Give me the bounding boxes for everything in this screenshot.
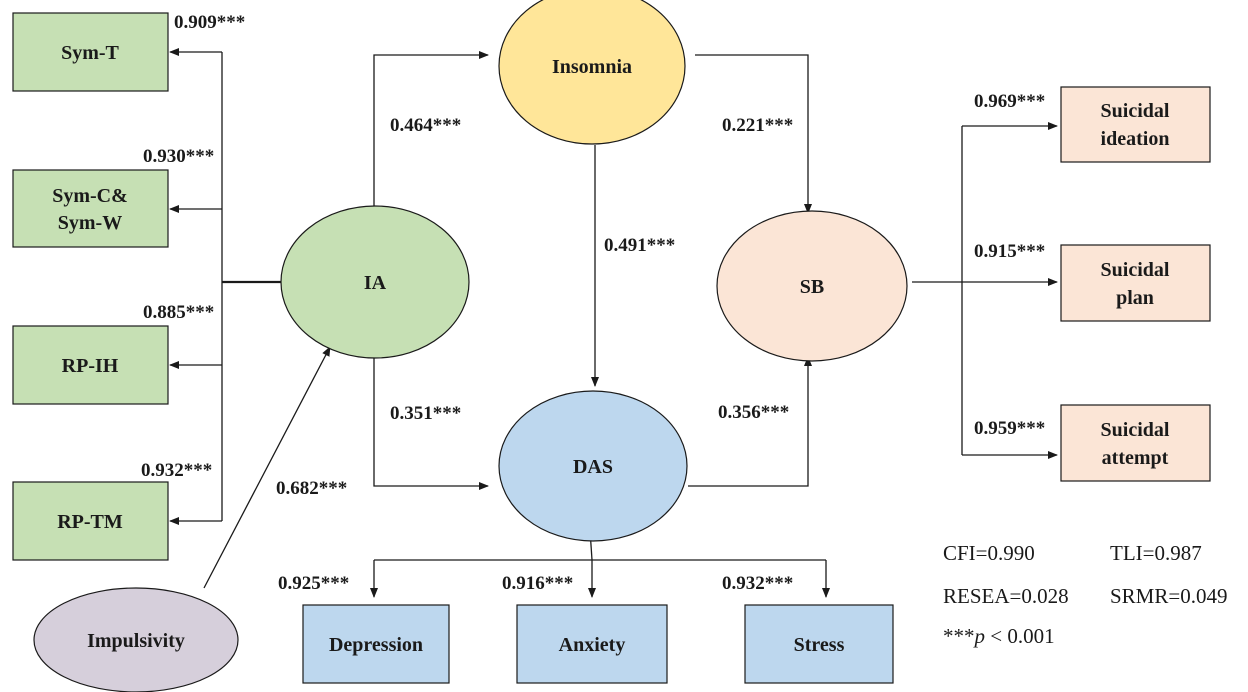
node-sym-cw-label-1: Sym-C& bbox=[52, 185, 128, 207]
arrow-ia-das bbox=[373, 357, 489, 490]
node-das: DAS bbox=[498, 390, 688, 542]
path-impulsivity-ia: 0.682*** bbox=[276, 478, 347, 499]
loading-suicidal-plan: 0.915*** bbox=[974, 241, 1045, 262]
node-rp-tm-label: RP-TM bbox=[57, 511, 123, 533]
node-insomnia-label: Insomnia bbox=[552, 56, 632, 78]
node-anxiety-label: Anxiety bbox=[559, 634, 626, 656]
fit-resea: RESEA=0.028 bbox=[943, 584, 1069, 608]
path-das-sb: 0.356*** bbox=[718, 402, 789, 423]
significance-note: ***p < 0.001 bbox=[943, 624, 1055, 648]
fit-tli: TLI=0.987 bbox=[1110, 541, 1202, 565]
node-depression: Depression bbox=[302, 604, 450, 684]
loading-anxiety: 0.916*** bbox=[502, 573, 573, 594]
loading-sym-t: 0.909*** bbox=[174, 12, 245, 33]
significance-p: p bbox=[973, 624, 986, 648]
node-impulsivity-label: Impulsivity bbox=[87, 630, 185, 652]
node-insomnia: Insomnia bbox=[498, 0, 686, 145]
node-sb: SB bbox=[716, 210, 908, 362]
fit-cfi: CFI=0.990 bbox=[943, 541, 1035, 565]
path-ia-das: 0.351*** bbox=[390, 403, 461, 424]
node-ia-label: IA bbox=[364, 272, 387, 294]
node-rp-tm: RP-TM bbox=[12, 481, 169, 561]
node-suicidal-plan: Suicidal plan bbox=[1060, 244, 1211, 322]
node-sym-cw-label-2: Sym-W bbox=[58, 212, 122, 234]
node-suicidal-attempt-label-2: attempt bbox=[1102, 447, 1169, 469]
path-insomnia-sb: 0.221*** bbox=[722, 115, 793, 136]
node-suicidal-attempt: Suicidal attempt bbox=[1060, 404, 1211, 482]
node-suicidal-ideation-label-2: ideation bbox=[1101, 128, 1170, 150]
node-rp-ih: RP-IH bbox=[12, 325, 169, 405]
loading-rp-tm: 0.932*** bbox=[141, 460, 212, 481]
node-suicidal-ideation-label-1: Suicidal bbox=[1101, 100, 1170, 122]
node-das-label: DAS bbox=[573, 456, 613, 478]
node-sb-label: SB bbox=[800, 276, 824, 298]
arrow-ia-insomnia bbox=[373, 51, 489, 208]
node-suicidal-ideation: Suicidal ideation bbox=[1060, 86, 1211, 163]
node-rp-ih-label: RP-IH bbox=[62, 355, 119, 377]
loading-depression: 0.925*** bbox=[278, 573, 349, 594]
loading-sym-cw: 0.930*** bbox=[143, 146, 214, 167]
node-sym-t: Sym-T bbox=[12, 12, 169, 92]
fit-srmr: SRMR=0.049 bbox=[1110, 584, 1227, 608]
node-suicidal-plan-label-1: Suicidal bbox=[1101, 259, 1170, 281]
node-ia: IA bbox=[280, 205, 470, 359]
node-impulsivity: Impulsivity bbox=[33, 587, 239, 692]
arrow-das-sb bbox=[688, 356, 812, 487]
loading-suicidal-attempt: 0.959*** bbox=[974, 418, 1045, 439]
loading-stress: 0.932*** bbox=[722, 573, 793, 594]
node-suicidal-plan-label-2: plan bbox=[1116, 287, 1154, 309]
path-insomnia-das: 0.491*** bbox=[604, 235, 675, 256]
loading-rp-ih: 0.885*** bbox=[143, 302, 214, 323]
node-stress-label: Stress bbox=[794, 634, 845, 656]
node-sym-t-label: Sym-T bbox=[61, 42, 119, 64]
node-anxiety: Anxiety bbox=[516, 604, 668, 684]
node-sym-cw: Sym-C& Sym-W bbox=[12, 169, 169, 248]
node-stress: Stress bbox=[744, 604, 894, 684]
loading-suicidal-ideation: 0.969*** bbox=[974, 91, 1045, 112]
node-depression-label: Depression bbox=[329, 634, 423, 656]
arrow-insomnia-sb bbox=[695, 54, 812, 214]
path-ia-insomnia: 0.464*** bbox=[390, 115, 461, 136]
significance-threshold: < 0.001 bbox=[985, 624, 1055, 648]
arrow-impulsivity-ia bbox=[203, 346, 331, 589]
node-suicidal-attempt-label-1: Suicidal bbox=[1101, 419, 1170, 441]
significance-stars: *** bbox=[943, 624, 975, 648]
